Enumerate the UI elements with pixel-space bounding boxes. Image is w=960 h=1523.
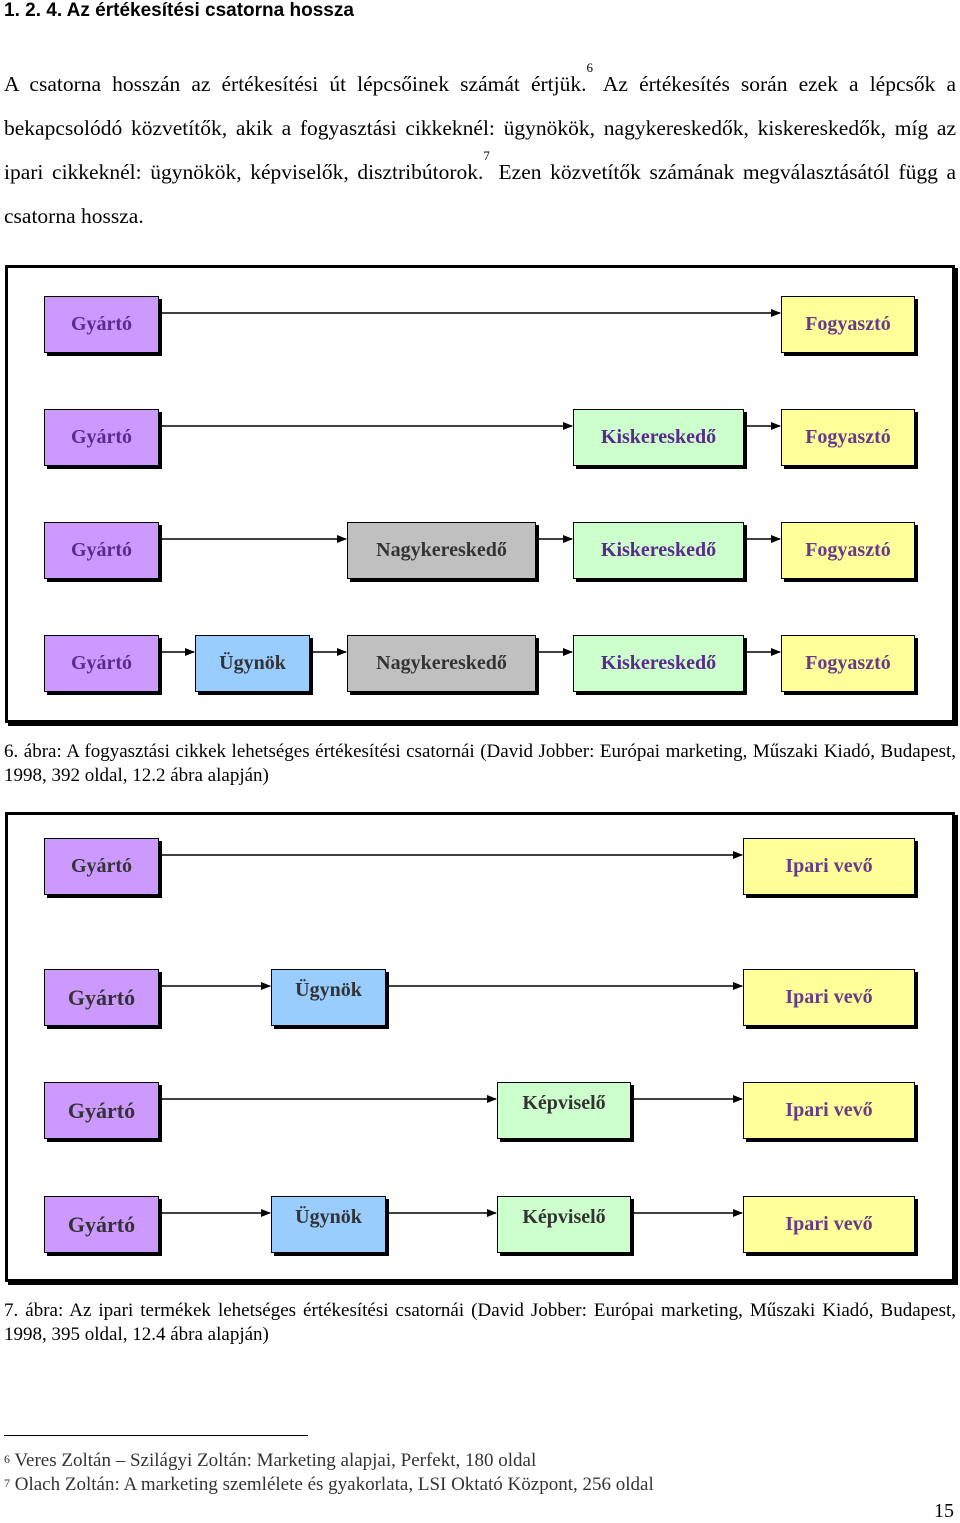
footnote-7-number: 7	[4, 1476, 10, 1490]
fig6-row4-retailer: Kiskereskedő	[573, 635, 744, 692]
paragraph-part-2: Az értékesítés során ezek a lépcsők a be…	[4, 72, 957, 184]
body-paragraph: A csatorna hosszán az értékesítési út lé…	[4, 60, 957, 238]
figure-7-frame	[5, 812, 955, 1282]
fig6-row1-consumer: Fogyasztó	[781, 296, 915, 353]
fig7-row2-industrial-buyer: Ipari vevő	[743, 969, 915, 1026]
fig6-row4-wholesaler: Nagykereskedő	[347, 635, 536, 692]
fig6-row2-retailer: Kiskereskedő	[573, 409, 744, 466]
fig6-row2-manufacturer: Gyártó	[44, 409, 159, 466]
footnote-separator	[4, 1435, 308, 1436]
fig6-row2-consumer: Fogyasztó	[781, 409, 915, 466]
footnote-6-text: Veres Zoltán – Szilágyi Zoltán: Marketin…	[14, 1450, 537, 1471]
fig7-row4-agent: Ügynök	[271, 1196, 386, 1253]
footnote-ref-6[interactable]: 6	[586, 60, 594, 75]
fig7-row2-manufacturer: Gyártó	[44, 969, 159, 1026]
fig6-row4-agent: Ügynök	[195, 635, 310, 692]
fig7-row4-representative: Képviselő	[497, 1196, 631, 1253]
section-heading: 1. 2. 4. Az értékesítési csatorna hossza	[4, 0, 354, 21]
fig6-row3-retailer: Kiskereskedő	[573, 522, 744, 579]
page-number: 15	[934, 1500, 954, 1522]
fig7-row1-manufacturer: Gyártó	[44, 838, 159, 895]
fig6-row4-consumer: Fogyasztó	[781, 635, 915, 692]
fig7-row4-manufacturer: Gyártó	[44, 1196, 159, 1253]
footnote-7: 7 Olach Zoltán: A marketing szemlélete é…	[4, 1474, 654, 1496]
fig6-row1-manufacturer: Gyártó	[44, 296, 159, 353]
fig7-row3-manufacturer: Gyártó	[44, 1082, 159, 1139]
fig7-row1-industrial-buyer: Ipari vevő	[743, 838, 915, 895]
fig7-row3-industrial-buyer: Ipari vevő	[743, 1082, 915, 1139]
fig7-row4-industrial-buyer: Ipari vevő	[743, 1196, 915, 1253]
figure-6-frame	[5, 265, 955, 723]
fig6-row3-consumer: Fogyasztó	[781, 522, 915, 579]
footnote-6-number: 6	[4, 1452, 10, 1466]
paragraph-part-3: Ezen közvetítők számának megválasztásátó…	[4, 160, 956, 228]
fig6-row3-manufacturer: Gyártó	[44, 522, 159, 579]
footnote-6: 6 Veres Zoltán – Szilágyi Zoltán: Market…	[4, 1450, 536, 1472]
fig6-row3-wholesaler: Nagykereskedő	[347, 522, 536, 579]
fig7-row2-agent: Ügynök	[271, 969, 386, 1026]
footnote-7-text: Olach Zoltán: A marketing szemlélete és …	[14, 1474, 654, 1495]
fig6-row4-manufacturer: Gyártó	[44, 635, 159, 692]
figure-6-caption: 6. ábra: A fogyasztási cikkek lehetséges…	[4, 741, 956, 786]
figure-7-caption: 7. ábra: Az ipari termékek lehetséges ér…	[4, 1300, 956, 1345]
footnote-ref-7[interactable]: 7	[483, 148, 490, 163]
paragraph-part-1: A csatorna hosszán az értékesítési út lé…	[4, 72, 587, 96]
fig7-row3-representative: Képviselő	[497, 1082, 631, 1139]
